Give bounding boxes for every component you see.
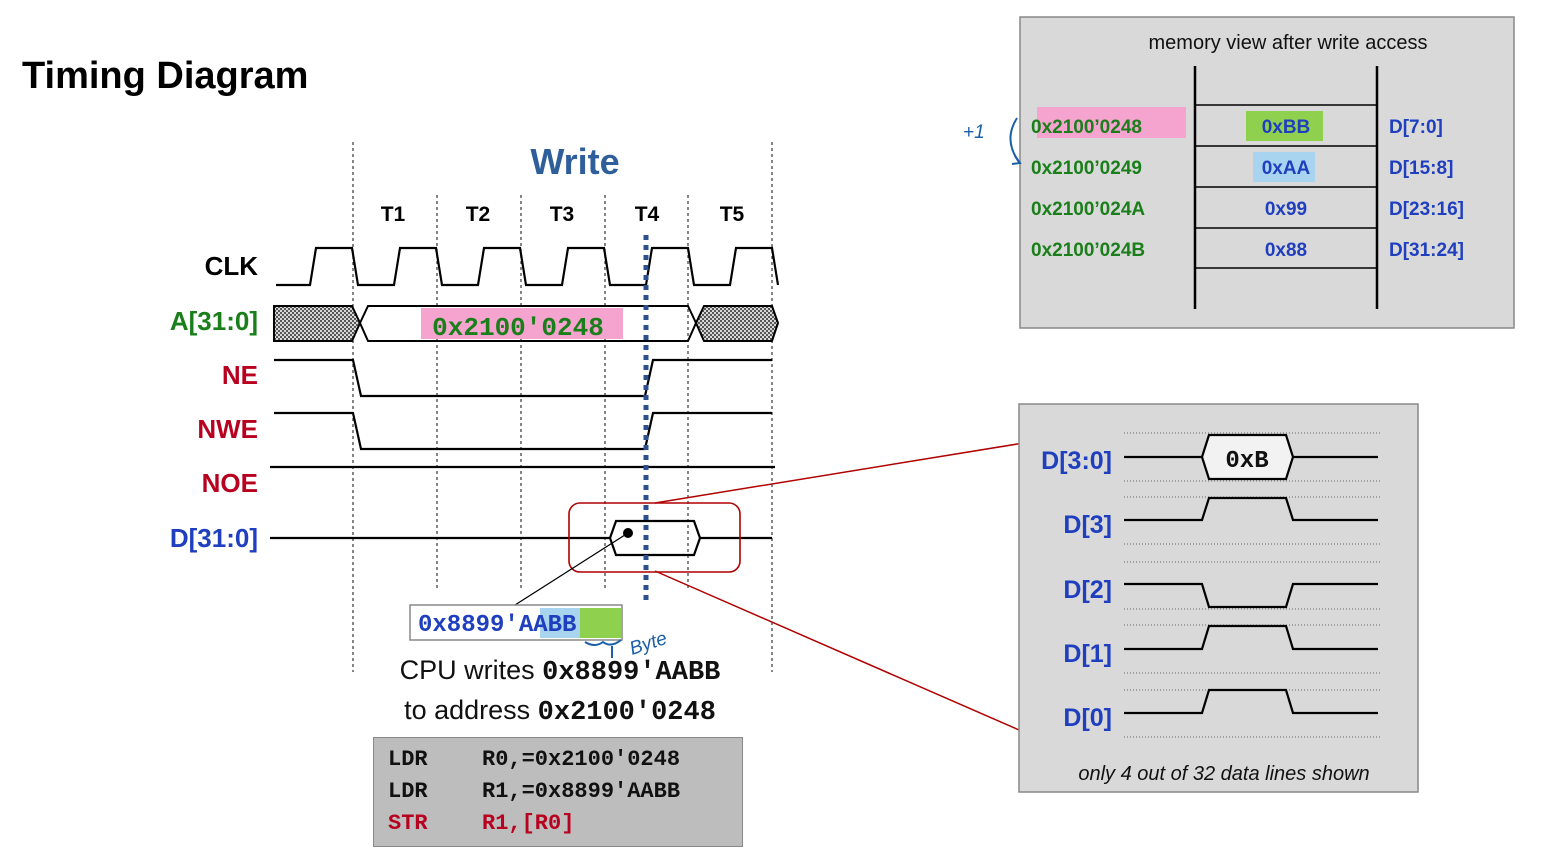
cycle-dividers xyxy=(352,142,773,672)
address-invalid-left xyxy=(273,305,362,342)
signal-label-ne: NE xyxy=(222,360,258,390)
zoom-wave-d2 xyxy=(1124,582,1378,609)
zoom-wave-d3 xyxy=(1124,496,1378,522)
zoom-label-d1: D[1] xyxy=(1063,640,1112,668)
address-row-highlight xyxy=(1037,107,1186,138)
aa-highlight xyxy=(540,608,584,638)
data-value-bb: BB xyxy=(548,612,577,639)
zoom-bus-value: 0xB xyxy=(1225,448,1268,475)
memory-view-panel: memory view after write access 0x2100’02… xyxy=(963,16,1515,329)
ne-waveform xyxy=(274,358,772,398)
zoom-connector-bottom xyxy=(654,570,1043,741)
signal-label-clk: CLK xyxy=(205,251,259,281)
value-pointer-line xyxy=(514,532,629,606)
address-invalid-right xyxy=(694,305,780,342)
cycle-label: T3 xyxy=(550,203,575,226)
zoom-guide-lines xyxy=(1124,432,1380,738)
zoom-label-bus: D[3:0] xyxy=(1041,447,1112,475)
bb-cell-highlight xyxy=(1246,111,1323,141)
memory-value: 0xBB xyxy=(1262,117,1311,138)
handwritten-curved-arrow xyxy=(1009,117,1020,163)
signal-label-noe: NOE xyxy=(202,468,258,498)
address-bus-value: 0x2100'0248 xyxy=(432,313,604,343)
memory-view-title: memory view after write access xyxy=(1149,32,1428,54)
bb-highlight xyxy=(580,608,621,638)
zoom-region xyxy=(568,502,741,573)
zoom-label-d3: D[3] xyxy=(1063,511,1112,539)
cycle-label: T2 xyxy=(466,203,491,226)
handwritten-arrowhead xyxy=(1011,155,1022,165)
caption-line-2: to address 0x2100'0248 xyxy=(404,695,716,728)
memory-bit-range: D[31:24] xyxy=(1389,240,1464,261)
memory-bit-range: D[15:8] xyxy=(1389,158,1453,179)
write-phase-label: Write xyxy=(530,141,619,182)
data-value-aa: AA xyxy=(519,612,548,639)
caption: CPU writes 0x8899'AABB to address 0x2100… xyxy=(330,652,790,732)
data-value-text: 0x8899'AABB xyxy=(418,612,576,639)
handwritten-plus-one: +1 xyxy=(963,122,985,143)
data-value-prefix: 0x8899' xyxy=(418,612,519,639)
zoom-label-d0: D[0] xyxy=(1063,704,1112,732)
zoom-connector-top xyxy=(654,439,1043,504)
page-title: Timing Diagram xyxy=(22,55,309,97)
memory-address: 0x2100’0248 xyxy=(1031,117,1142,138)
data-bus-valid xyxy=(608,519,702,557)
signal-label-nwe: NWE xyxy=(197,414,258,444)
signal-label-data: D[31:0] xyxy=(170,523,258,553)
handwritten-brace xyxy=(584,639,622,646)
memory-bit-range: D[23:16] xyxy=(1389,199,1464,220)
zoom-label-d2: D[2] xyxy=(1063,576,1112,604)
memory-value: 0x99 xyxy=(1265,199,1307,220)
cycle-label: T1 xyxy=(381,203,406,226)
cycle-label: T4 xyxy=(635,203,660,226)
clk-waveform xyxy=(276,246,780,287)
address-highlight xyxy=(421,308,623,339)
memory-address: 0x2100’0249 xyxy=(1031,158,1142,179)
caption-line-1: CPU writes 0x8899'AABB xyxy=(399,655,721,688)
cycle-labels: T1 T2 T3 T4 T5 xyxy=(381,203,745,226)
memory-address: 0x2100’024A xyxy=(1031,199,1145,220)
zoom-view-panel: D[3:0] D[3] D[2] D[1] D[0] 0xB only 4 ou… xyxy=(1018,403,1419,793)
zoom-footer-note: only 4 out of 32 data lines shown xyxy=(1078,763,1369,785)
zoom-wave-d0 xyxy=(1124,688,1378,715)
signal-label-address: A[31:0] xyxy=(170,306,258,336)
memory-address: 0x2100’024B xyxy=(1031,240,1145,261)
memory-value: 0xAA xyxy=(1262,158,1311,179)
memory-bit-range: D[7:0] xyxy=(1389,117,1443,138)
memory-value: 0x88 xyxy=(1265,240,1307,261)
cycle-label: T5 xyxy=(720,203,745,226)
aa-cell-highlight xyxy=(1253,152,1315,182)
zoom-wave-d1 xyxy=(1124,624,1378,651)
nwe-waveform xyxy=(274,411,772,451)
